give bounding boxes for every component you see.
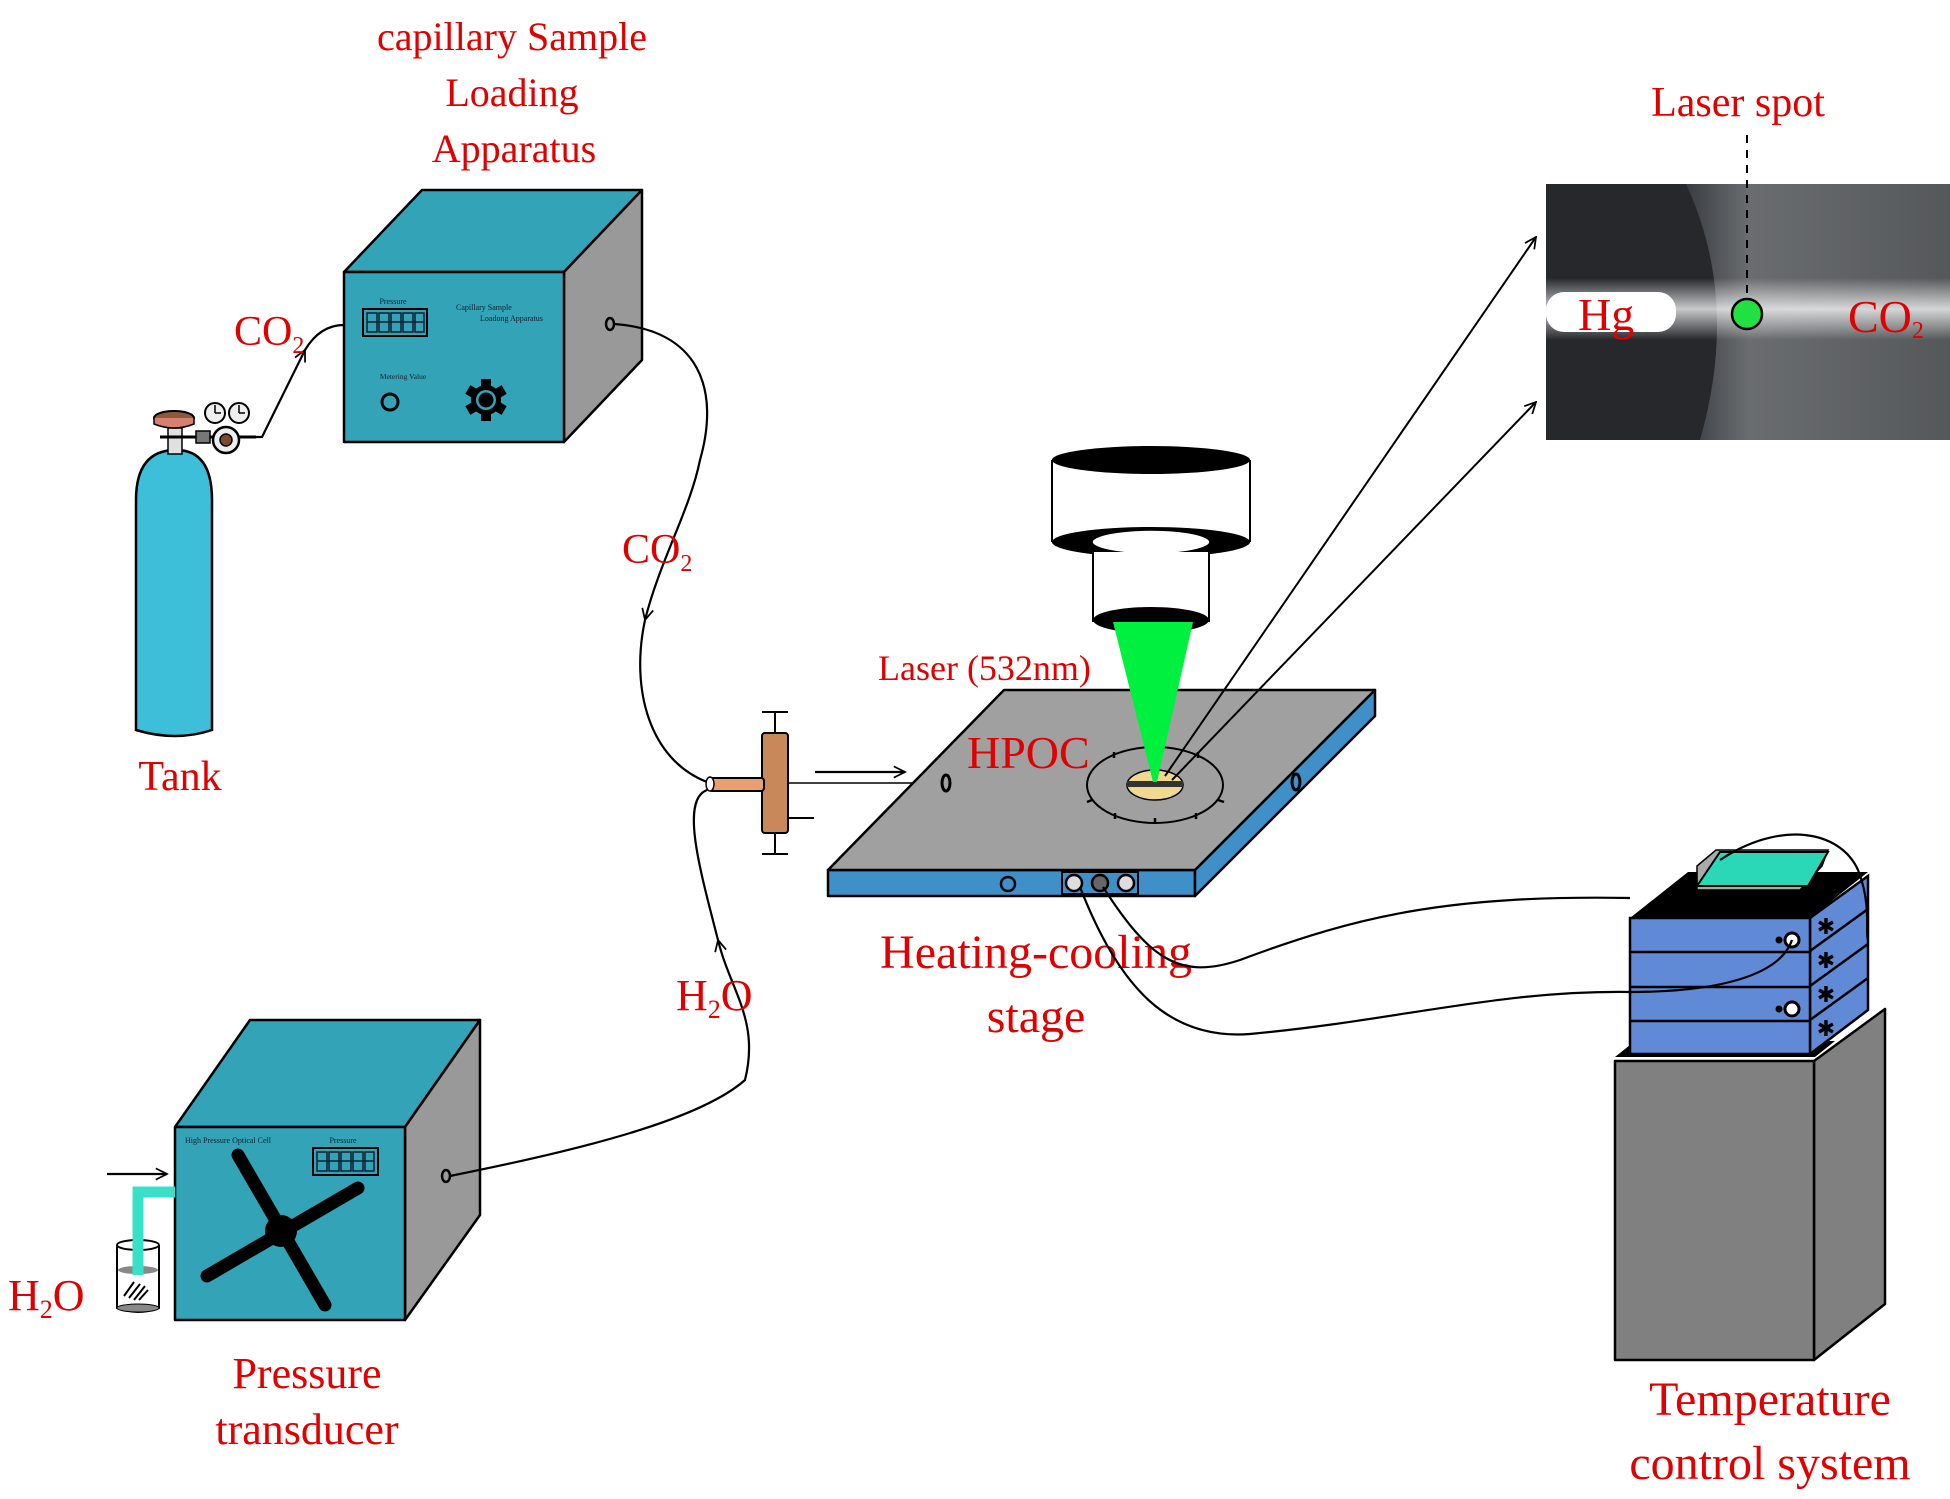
co2-tank: Tank: [134, 402, 256, 800]
loader-label-line2: Loading: [445, 70, 578, 115]
svg-text:✱: ✱: [1817, 915, 1835, 940]
tank-body: [134, 448, 214, 738]
loader-label-line1: capillary Sample: [377, 14, 647, 59]
valve-inlet-pipe: [708, 777, 765, 792]
pressure-gauge-icon: [204, 402, 250, 424]
pressure-transducer: High Pressure Optical Cell Pressure Pres…: [173, 1018, 482, 1454]
valve-body: [761, 732, 789, 834]
transducer-panel-title: High Pressure Optical Cell: [185, 1136, 272, 1145]
capillary-micrograph: Laser spot Hg CO2: [1546, 80, 1950, 440]
laser-spot-label: Laser spot: [1651, 80, 1825, 126]
co2-supply-line: [256, 350, 306, 439]
co2-flow-label-mid: CO2: [622, 527, 692, 577]
metering-valve-knob: [380, 392, 400, 412]
microscope-objective: [1051, 446, 1251, 633]
loader-panel-title-line2: Loadong Apparatus: [480, 314, 543, 323]
stage-top-face: [826, 688, 1377, 872]
transducer-display-label: Pressure: [329, 1136, 357, 1145]
water-inlet-tube: [132, 1186, 175, 1275]
regulator-block: [195, 430, 211, 444]
gear-icon: [465, 379, 507, 421]
fan-vent-icon: ✱ ✱ ✱ ✱: [1817, 915, 1835, 1042]
view-line-lower: [1171, 402, 1536, 781]
tcs-cabinet-side: [1812, 1007, 1887, 1362]
loader-front-face: [342, 270, 566, 444]
loader-label-line3: Apparatus: [432, 126, 596, 171]
stage-label-line2: stage: [987, 990, 1086, 1043]
tank-neck: [167, 427, 183, 455]
tcs-cable-2: [1078, 886, 1794, 1036]
view-line-upper: [1164, 237, 1536, 777]
hg-phase-label: Hg: [1578, 289, 1634, 340]
water-source-label: H2O: [8, 1271, 85, 1324]
temperature-control-system: ✱ ✱ ✱ ✱ Temperature control system: [1613, 849, 1911, 1490]
svg-text:✱: ✱: [1817, 983, 1835, 1008]
tank-label: Tank: [138, 754, 221, 800]
tcs-cable-3: [1719, 833, 1870, 941]
water-beaker: H2O: [8, 1174, 175, 1324]
tcs-cabinet-front: [1613, 1059, 1816, 1362]
co2-flow-label-top: CO2: [234, 309, 304, 359]
capillary-loading-apparatus: Pressure Capillary Sample Loadong Appara…: [342, 14, 647, 444]
objective-top-rim: [1052, 446, 1250, 474]
water-pressure-line: [449, 940, 751, 1178]
hpoc-label: HPOC: [967, 727, 1090, 778]
loader-display-digits: [366, 312, 425, 333]
h2o-flow-label: H2O: [676, 971, 753, 1024]
svg-text:✱: ✱: [1817, 949, 1835, 974]
heating-cooling-stage: HPOC Heating-cooling stage: [826, 688, 1377, 1043]
tcs-label-line1: Temperature: [1649, 1373, 1891, 1426]
loader-display-label: Pressure: [379, 297, 407, 306]
tcs-label-line2: control system: [1629, 1437, 1910, 1490]
stage-label-line1: Heating-cooling: [880, 926, 1192, 979]
loader-knob-label: Metering Value: [380, 372, 427, 381]
co2-phase-label: CO2: [1848, 291, 1924, 344]
laser-beam: [1113, 622, 1193, 782]
tcs-cable-1: [1102, 886, 1631, 969]
laser-spot-marker: [1730, 297, 1764, 331]
loader-panel-title-line1: Capillary Sample: [456, 303, 512, 312]
transducer-label-line2: transducer: [215, 1405, 399, 1454]
transducer-label-line1: Pressure: [232, 1349, 381, 1398]
svg-text:✱: ✱: [1817, 1017, 1835, 1042]
stage-front-edge: [826, 868, 1197, 898]
laser-label: Laser (532nm): [878, 648, 1091, 688]
transducer-display-digits: [316, 1151, 375, 1172]
co2-transfer-line: [613, 322, 709, 620]
